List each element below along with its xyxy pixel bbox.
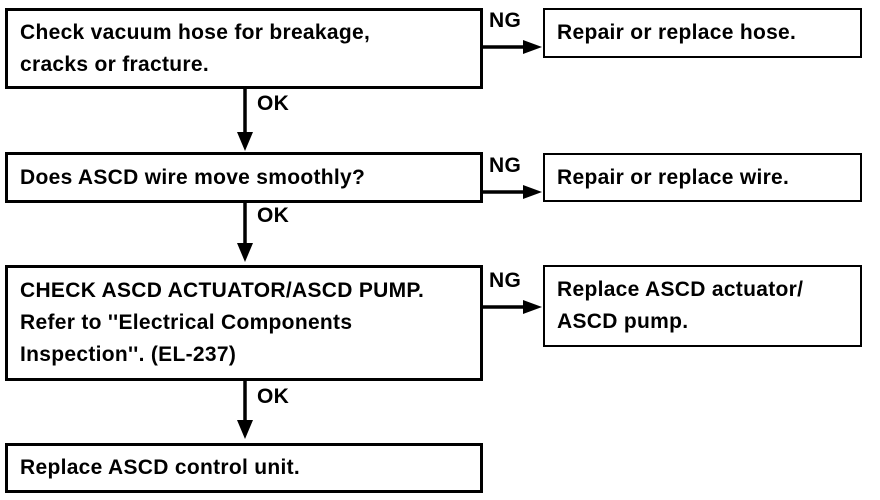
action-box-replace-wire-text: Repair or replace wire. xyxy=(557,165,790,189)
check-box-vacuum-hose: Check vacuum hose for breakage, cracks o… xyxy=(5,8,483,89)
action-box-replace-actuator-pump-text: Replace ASCD actuator/ ASCD pump. xyxy=(557,278,804,333)
check-box-ascd-wire: Does ASCD wire move smoothly? xyxy=(5,152,483,203)
action-box-replace-actuator-pump: Replace ASCD actuator/ ASCD pump. xyxy=(543,265,862,347)
final-box-replace-control-unit-text: Replace ASCD control unit. xyxy=(20,456,301,479)
ok-arrow-2 xyxy=(237,203,253,262)
check-box-ascd-actuator-pump: CHECK ASCD ACTUATOR/ASCD PUMP. Refer to … xyxy=(5,265,483,381)
check-box-ascd-wire-text: Does ASCD wire move smoothly? xyxy=(20,165,366,189)
ng-arrow-2 xyxy=(483,185,542,199)
ng-label-1: NG xyxy=(489,9,522,32)
ng-label-3: NG xyxy=(489,269,522,292)
ng-arrow-3 xyxy=(483,300,542,314)
ok-label-3: OK xyxy=(257,385,290,408)
ng-arrow-1 xyxy=(483,40,542,54)
ok-arrow-1 xyxy=(237,89,253,151)
action-box-replace-hose-text: Repair or replace hose. xyxy=(557,21,797,44)
check-box-vacuum-hose-text: Check vacuum hose for breakage, cracks o… xyxy=(20,20,371,76)
check-box-ascd-actuator-pump-text: CHECK ASCD ACTUATOR/ASCD PUMP. Refer to … xyxy=(20,279,425,366)
action-box-replace-wire: Repair or replace wire. xyxy=(543,153,862,202)
final-box-replace-control-unit: Replace ASCD control unit. xyxy=(5,443,483,493)
ok-label-2: OK xyxy=(257,204,290,227)
ng-label-2: NG xyxy=(489,154,522,177)
ok-arrow-3 xyxy=(237,381,253,439)
action-box-replace-hose: Repair or replace hose. xyxy=(543,8,862,58)
ok-label-1: OK xyxy=(257,92,290,115)
